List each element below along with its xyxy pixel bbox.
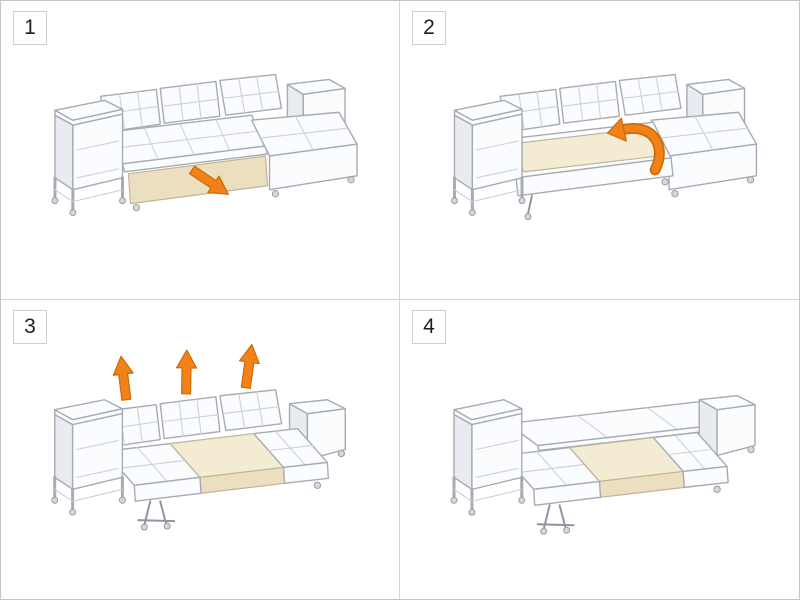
pull-out-arrow-icon [188, 165, 229, 195]
unfolded-bed [503, 431, 729, 507]
step-number: 1 [13, 11, 47, 45]
folded-backrest-flat [507, 398, 749, 452]
step-number: 3 [13, 310, 47, 344]
illustration-step-3 [51, 343, 346, 531]
lift-arrow-left-icon [112, 355, 134, 401]
chaise-section [250, 111, 358, 198]
side-table [51, 399, 126, 516]
lift-arrow-middle-icon [175, 349, 198, 395]
side-table [450, 398, 526, 516]
side-table [51, 99, 126, 217]
open-bed-frame [497, 121, 674, 221]
illustration-step-2 [450, 73, 758, 221]
sofa-backrest [499, 73, 682, 133]
unfolded-bed [103, 427, 330, 502]
step-panel-2: 2 [400, 1, 799, 300]
flip-arrow-icon [606, 117, 665, 176]
side-table [450, 99, 526, 217]
lift-arrow-right-icon [238, 343, 260, 390]
step-number: 2 [412, 11, 446, 45]
bed-frame-legs [137, 481, 322, 531]
illustration-step-4 [450, 394, 756, 535]
step-panel-3: 3 [1, 300, 400, 599]
chaise-section [650, 111, 758, 198]
step-panel-4: 4 [400, 300, 799, 599]
illustration-step-1 [51, 73, 358, 217]
bed-frame-legs [536, 485, 721, 535]
step-panel-1: 1 [1, 1, 400, 300]
step-number: 4 [412, 310, 446, 344]
